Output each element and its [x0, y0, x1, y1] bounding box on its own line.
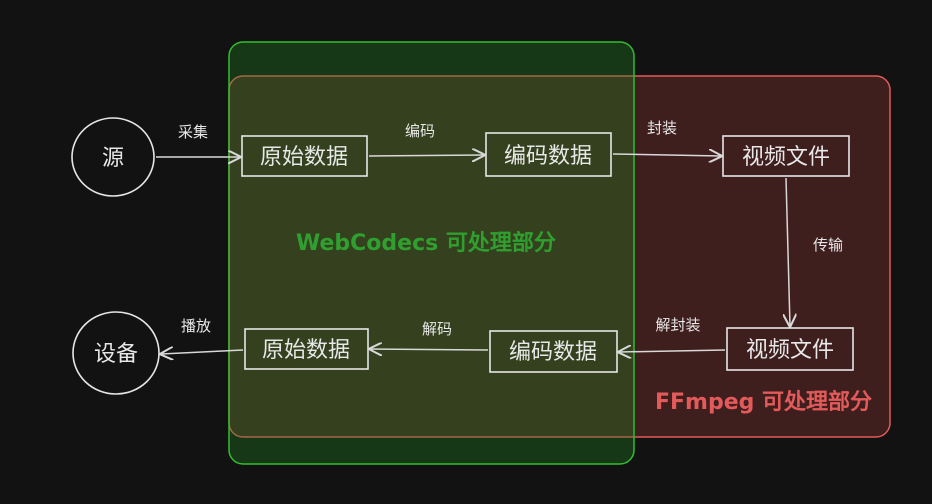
- video-file-top-node: 视频文件: [722, 135, 850, 177]
- device-node: 设备: [72, 311, 160, 395]
- play-arrow: [161, 350, 244, 354]
- raw-data-top-node: 原始数据: [241, 135, 368, 177]
- play-label: 播放: [181, 317, 211, 335]
- encode-arrow: [368, 155, 484, 156]
- demux-label: 解封装: [655, 316, 700, 334]
- svg-text:视频文件: 视频文件: [746, 338, 834, 363]
- mux-arrow: [612, 154, 721, 156]
- svg-text:原始数据: 原始数据: [262, 338, 350, 363]
- svg-text:设备: 设备: [94, 342, 138, 367]
- svg-text:编码数据: 编码数据: [504, 144, 592, 169]
- encode-label: 编码: [405, 122, 435, 140]
- svg-text:视频文件: 视频文件: [742, 145, 830, 170]
- svg-text:源: 源: [102, 146, 124, 171]
- video-file-bottom-node: 视频文件: [726, 327, 854, 371]
- encoded-data-top-node: 编码数据: [485, 132, 612, 177]
- ffmpeg-region-label: FFmpeg 可处理部分: [655, 389, 872, 415]
- raw-data-bottom-node: 原始数据: [244, 328, 369, 370]
- svg-text:编码数据: 编码数据: [509, 340, 597, 365]
- transmit-label: 传输: [813, 236, 843, 254]
- webcodecs-region: [228, 41, 635, 465]
- decode-label: 解码: [422, 320, 452, 338]
- webcodecs-region-label: WebCodecs 可处理部分: [296, 230, 556, 256]
- source-node: 源: [71, 117, 155, 197]
- capture-label: 采集: [178, 123, 208, 141]
- demux-arrow: [619, 350, 726, 352]
- transmit-arrow: [786, 177, 790, 326]
- decode-arrow: [370, 349, 489, 350]
- encoded-data-bottom-node: 编码数据: [489, 330, 618, 373]
- mux-label: 封装: [647, 119, 677, 137]
- svg-text:原始数据: 原始数据: [260, 145, 348, 170]
